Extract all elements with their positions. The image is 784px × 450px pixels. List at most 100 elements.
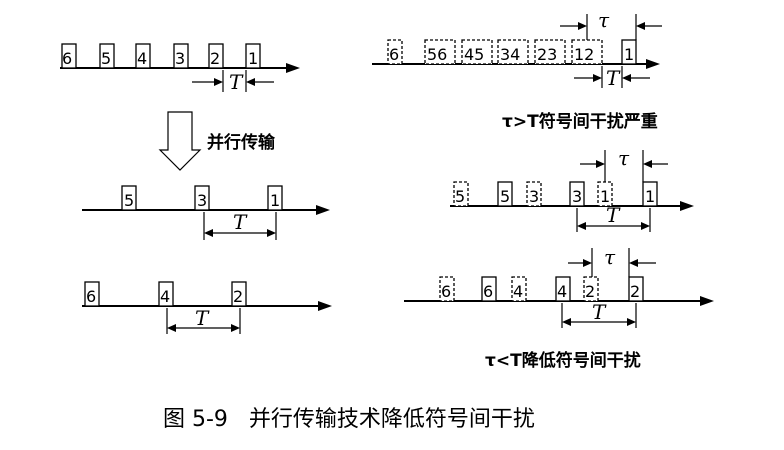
pulse-label: 4 [513, 282, 523, 301]
pulse-label: 6 [86, 287, 96, 306]
pulse-label: 5 [500, 187, 510, 206]
pulse-label: 56 [427, 45, 447, 64]
arrowhead [583, 259, 592, 267]
dispersed-pulse [497, 39, 529, 65]
axis-arrowhead [286, 63, 300, 73]
pulse-symbol [481, 276, 497, 302]
pulse-symbol [61, 43, 77, 69]
arrowhead [231, 324, 240, 332]
pulse-label: 1 [248, 49, 258, 68]
dispersed-pulse [511, 276, 527, 302]
arrowhead [593, 74, 602, 82]
pulse-label: 6 [389, 45, 399, 64]
arrowhead [629, 259, 638, 267]
axis-arrowhead [318, 301, 332, 311]
pulse-symbol [158, 281, 174, 307]
pulse-symbol [208, 43, 224, 69]
dispersed-pulse [526, 181, 542, 207]
arrowhead [578, 22, 587, 30]
pulse-label: 23 [537, 45, 557, 64]
pulse-label: 1 [270, 191, 280, 210]
pulse-label: 5 [124, 191, 134, 210]
pulse-label: 34 [500, 45, 520, 64]
arrowhead [627, 318, 636, 326]
dispersed-pulse [439, 276, 455, 302]
period-symbol-T: T [592, 300, 607, 324]
pulse-label: 2 [233, 287, 243, 306]
parallel-transmission-label: 并行传输 [207, 132, 276, 153]
pulse-symbol [497, 181, 513, 207]
pulse-label: 1 [600, 187, 610, 206]
arrowhead [636, 22, 645, 30]
dispersed-pulse [534, 39, 566, 65]
pulse-symbol [84, 281, 100, 307]
pulse-label: 3 [197, 191, 207, 210]
period-symbol-T: T [233, 210, 248, 234]
pulse-label: 1 [624, 45, 634, 64]
pulse-symbol [121, 185, 137, 211]
dispersed-pulse [461, 39, 493, 65]
pulse-label: 4 [160, 287, 170, 306]
axis-arrowhead [700, 296, 714, 306]
axis-arrowhead [680, 201, 694, 211]
figure-caption: 图 5-9 并行传输技术降低符号间干扰 [163, 407, 535, 432]
arrowhead [204, 229, 213, 237]
arrowhead [596, 160, 605, 168]
pulse-symbol [628, 276, 644, 302]
bottom-left-pulse-train: 6 4 2 T [82, 281, 332, 334]
pulse-label: 12 [574, 45, 594, 64]
pulse-label: 6 [441, 282, 451, 301]
arrowhead [643, 160, 652, 168]
pulse-label: 2 [585, 282, 595, 301]
dispersed-pulse [583, 276, 599, 302]
period-symbol-T: T [606, 203, 621, 227]
pulse-label: 6 [483, 282, 493, 301]
spread-symbol-tau: τ [598, 8, 610, 32]
arrowhead [167, 324, 176, 332]
axis-arrowhead [316, 205, 330, 215]
pulse-label: 6 [62, 49, 72, 68]
arrowhead [562, 318, 571, 326]
pulse-label: 3 [175, 49, 185, 68]
mid-right-pulse-train: 5 5 3 3 1 1 τ T [450, 146, 694, 232]
period-symbol-T: T [606, 66, 621, 90]
top-left-pulse-train: 6 5 4 3 2 1 T [60, 43, 300, 94]
pulse-label: 2 [630, 282, 640, 301]
pulse-symbol [245, 43, 261, 69]
pulse-label: 4 [137, 49, 147, 68]
pulse-symbol [555, 276, 571, 302]
severe-isi-label: τ>T符号间干扰严重 [502, 111, 658, 132]
pulse-symbol [569, 181, 585, 207]
reduced-isi-label: τ<T降低符号间干扰 [485, 350, 641, 371]
bottom-right-pulse-train: 6 6 4 4 2 2 τ T τ<T降低符号间干扰 [404, 245, 714, 371]
pulse-label: 4 [557, 282, 567, 301]
dispersed-pulse [424, 39, 456, 65]
arrowhead [214, 78, 223, 86]
pulse-symbol [621, 39, 637, 65]
pulse-label: 5 [101, 49, 111, 68]
dispersed-pulse [453, 181, 469, 207]
pulse-symbol [267, 185, 283, 211]
pulse-label: 3 [529, 187, 539, 206]
arrowhead [267, 229, 276, 237]
pulse-label: 5 [455, 187, 465, 206]
spread-symbol-tau: τ [618, 146, 630, 170]
arrowhead [622, 74, 631, 82]
pulse-label: 3 [572, 187, 582, 206]
arrowhead [577, 222, 586, 230]
pulse-label: 2 [210, 49, 220, 68]
pulse-label: 45 [464, 45, 484, 64]
period-symbol-T: T [195, 306, 210, 330]
pulse-label: 1 [645, 187, 655, 206]
pulse-symbol [194, 185, 210, 211]
pulse-symbol [99, 43, 115, 69]
parallel-transmission-arrow: 并行传输 [158, 111, 276, 171]
axis-arrowhead [646, 59, 660, 69]
pulse-symbol [231, 281, 247, 307]
pulse-symbol [135, 43, 151, 69]
down-arrow-icon [158, 111, 202, 171]
spread-symbol-tau: τ [604, 245, 616, 269]
arrowhead [246, 78, 255, 86]
pulse-symbol [642, 181, 658, 207]
